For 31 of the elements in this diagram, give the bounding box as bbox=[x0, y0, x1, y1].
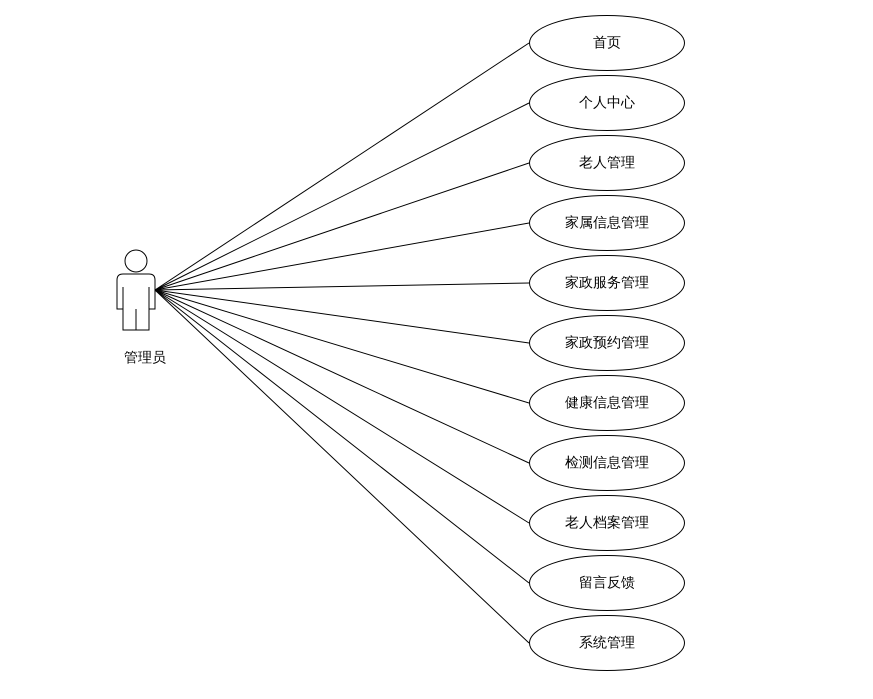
use-case-ellipse bbox=[529, 255, 685, 311]
association-line bbox=[154, 290, 530, 344]
association-line bbox=[154, 290, 530, 464]
association-line bbox=[154, 102, 530, 290]
use-case-label: 家政预约管理 bbox=[564, 334, 650, 353]
use-case-ellipse bbox=[529, 315, 685, 371]
use-case-label: 老人管理 bbox=[578, 154, 636, 173]
use-case-label: 首页 bbox=[592, 34, 622, 53]
use-case-label: 个人中心 bbox=[578, 94, 636, 113]
use-case-ellipse bbox=[529, 495, 685, 551]
use-case-ellipse bbox=[529, 555, 685, 611]
use-case-label: 家政服务管理 bbox=[564, 274, 650, 293]
use-case-label: 检测信息管理 bbox=[564, 454, 650, 473]
use-case-ellipse bbox=[529, 75, 685, 131]
use-case-ellipse bbox=[529, 135, 685, 191]
use-case-ellipse bbox=[529, 435, 685, 491]
use-case-label: 系统管理 bbox=[578, 634, 636, 653]
use-case-label: 健康信息管理 bbox=[564, 394, 650, 413]
association-line bbox=[154, 290, 530, 524]
use-case-ellipse bbox=[529, 15, 685, 71]
association-line bbox=[154, 290, 530, 644]
use-case-ellipse bbox=[529, 375, 685, 431]
use-case-label: 家属信息管理 bbox=[564, 214, 650, 233]
association-line bbox=[154, 42, 530, 290]
use-case-label: 老人档案管理 bbox=[564, 514, 650, 533]
association-line bbox=[154, 290, 530, 404]
use-case-ellipse bbox=[529, 615, 685, 671]
use-case-label: 留言反馈 bbox=[578, 574, 636, 593]
use-case-ellipse bbox=[529, 195, 685, 251]
association-line bbox=[154, 290, 530, 584]
actor-name: 管理员 bbox=[123, 349, 167, 367]
